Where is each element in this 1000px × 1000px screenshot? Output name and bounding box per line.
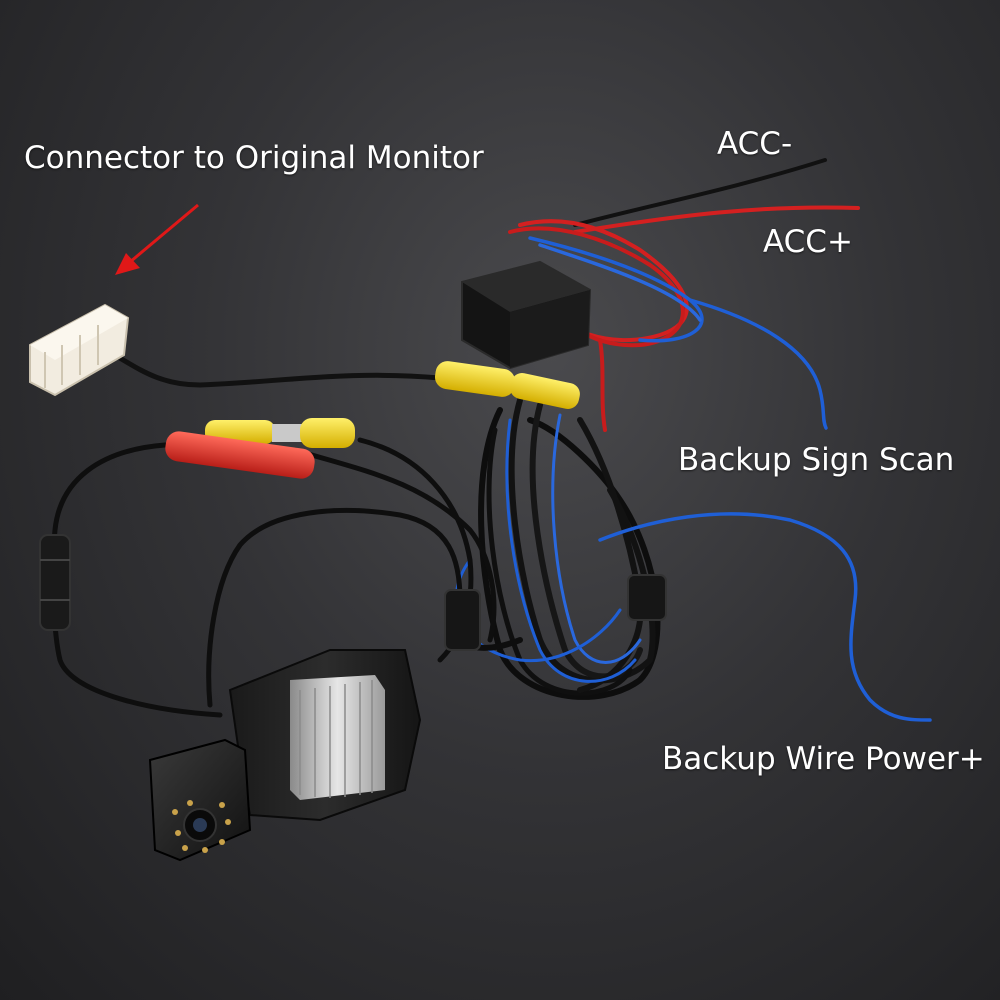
rca-plug-red: [165, 431, 315, 479]
acc-minus-label: ACC-: [717, 126, 793, 162]
rca-plug-yellow-middle: [205, 418, 355, 448]
backup-camera: [148, 738, 252, 862]
original-monitor-connector: [29, 303, 130, 397]
inline-connector: [39, 534, 71, 631]
backup-sign-scan-wire: [688, 298, 828, 430]
control-box: [461, 260, 592, 370]
pointer-arrow: [115, 203, 199, 275]
acc-plus-label: ACC+: [763, 224, 853, 260]
camera-bracket: [228, 649, 422, 822]
backup-wire-power-label: Backup Wire Power+: [662, 741, 985, 777]
rca-plug-yellow-top: [434, 361, 580, 409]
inline-filter: [444, 574, 667, 651]
backup-sign-scan-label: Backup Sign Scan: [678, 442, 955, 478]
monitor-cable: [92, 342, 443, 388]
connector-label: Connector to Original Monitor: [24, 140, 484, 176]
camera-cables: [50, 437, 497, 718]
